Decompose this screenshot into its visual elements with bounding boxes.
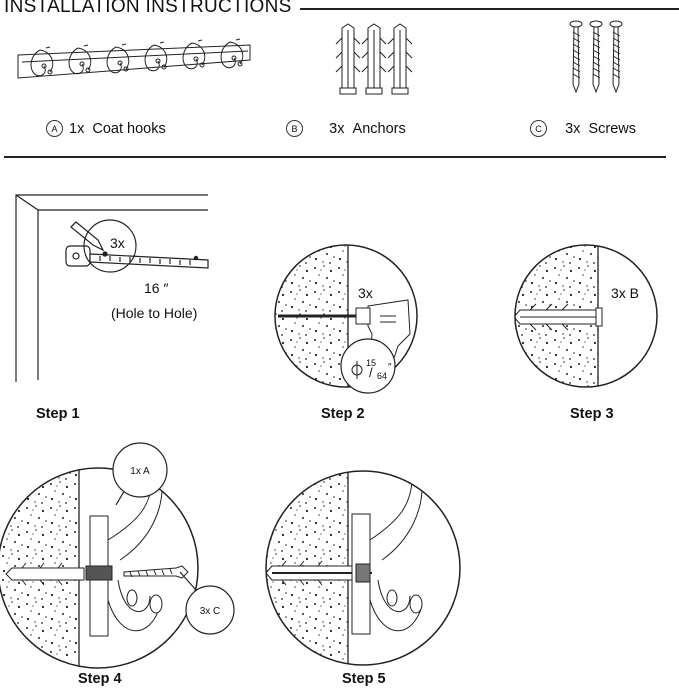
pencil-icon [70,221,105,252]
parts-illustrations [17,20,623,95]
drill-size-numerator: 15 [366,358,376,368]
anchors-icon [335,23,413,95]
part-c-name: Screws [588,120,637,137]
step1-label: Step 1 [36,406,80,422]
step3-anchor-illustration [514,244,658,388]
part-b-qty: 3x [329,120,345,137]
step1-distance: 16 ″ [144,280,169,296]
step2-label: Step 2 [321,406,365,422]
header-rule [300,8,679,10]
section-divider [4,156,666,158]
drill-size-callout [340,338,396,394]
part-a-letter: A [46,120,63,137]
drill-size-unit: ″ [388,362,392,373]
step4-hook-illustration: 1x A 3x C [0,442,235,669]
part-c-qty: 3x [565,120,581,137]
callout-c-bubble [185,585,235,635]
screws-icon [569,20,623,94]
step3-label: Step 3 [570,406,614,422]
step1-note: (Hole to Hole) [111,305,198,321]
callout-a-text: 1x A [130,466,150,477]
coat-hooks-icon [17,38,251,79]
step2-drill-illustration: 15 / 64 ″ [274,244,418,394]
mark-highlight-circle [83,219,137,273]
part-c-caption: C 3x Screws [530,120,636,137]
part-a-name: Coat hooks [92,120,166,137]
step4-label: Step 4 [78,671,122,687]
part-c-letter: C [530,120,547,137]
callout-a-bubble [112,442,168,498]
step1-wall-illustration [15,194,209,382]
part-a-caption: A 1x Coat hooks [46,120,166,137]
coat-hook-icon [369,479,423,561]
part-b-name: Anchors [352,120,406,137]
page-title: INSTALLATION INSTRUCTIONS [4,0,292,17]
part-a-qty: 1x [69,120,85,137]
tape-measure-icon [65,245,209,269]
part-b-letter: B [286,120,303,137]
anchor-icon [5,567,85,581]
step2-count: 3x [358,285,373,301]
step3-count: 3x B [611,285,640,301]
part-b-caption: B 3x Anchors [286,120,406,137]
step5-hook-illustration [265,470,461,666]
step5-label: Step 5 [342,671,386,687]
svg-text:/: / [369,365,373,380]
step1-count: 3x [110,235,125,251]
callout-c-text: 3x C [200,606,221,617]
screw-icon [123,565,189,579]
drill-size-denominator: 64 [377,371,387,381]
anchor-icon [515,303,603,331]
